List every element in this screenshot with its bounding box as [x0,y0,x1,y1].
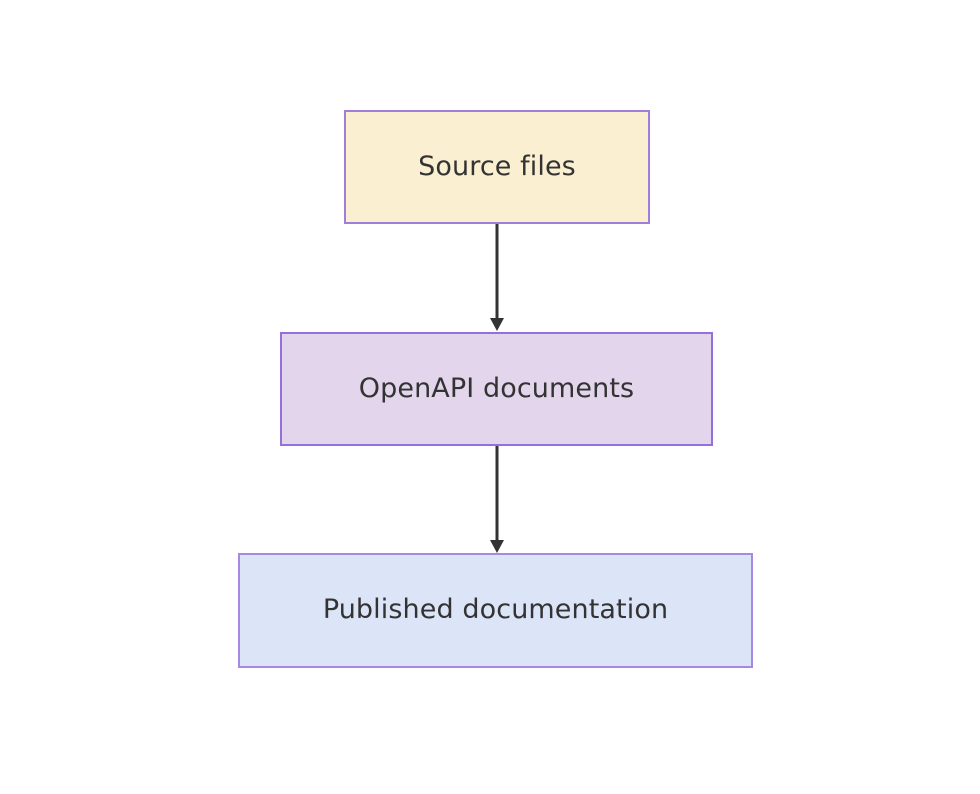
edge-source-to-openapi[interactable] [490,224,504,331]
node-published-documentation-label: Published documentation [322,594,669,626]
node-published-documentation[interactable]: Published documentation [238,553,753,668]
edge-openapi-to-published[interactable] [490,446,504,553]
node-source-files[interactable]: Source files [344,110,650,224]
node-openapi-documents[interactable]: OpenAPI documents [280,332,713,446]
node-openapi-documents-label: OpenAPI documents [358,372,635,404]
edge-openapi-to-published-arrowhead [490,540,504,553]
node-source-files-label: Source files [418,150,576,182]
edge-source-to-openapi-arrowhead [490,318,504,331]
